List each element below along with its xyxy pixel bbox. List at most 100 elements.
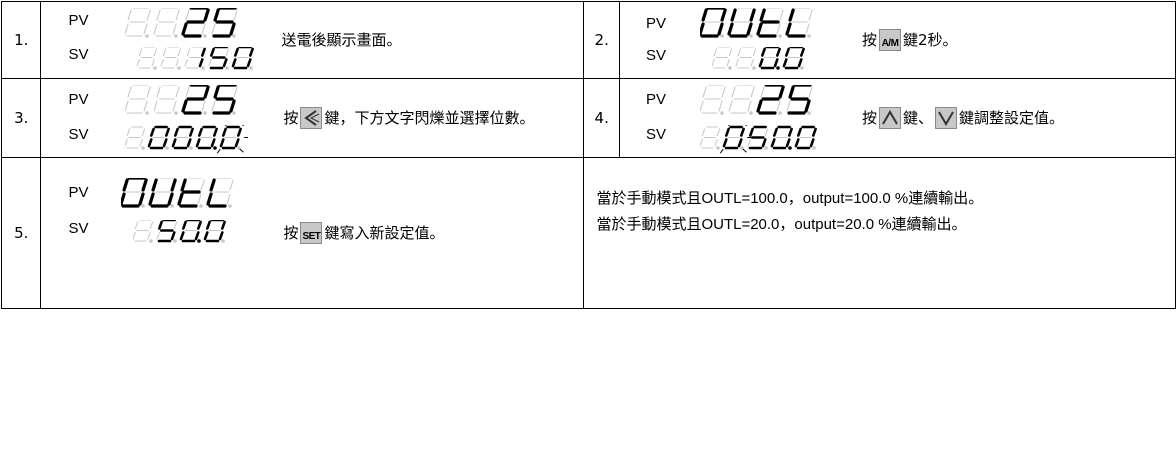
note-line: 當於手動模式且OUTL=100.0，output=100.0 %連續輸出。 [596, 190, 984, 207]
seven-segment-digit [196, 125, 219, 150]
blink-mark [217, 148, 222, 154]
up-arrow-key-icon [878, 107, 901, 130]
controller-display: PV SV [41, 79, 277, 157]
pv-label: PV [645, 91, 666, 108]
step-description: 按鍵，下方文字閃爍並選擇位數。 [277, 107, 583, 130]
table-row: 3. PV SV 按鍵，下方文字閃爍並選擇位數。 4. [0, 78, 1176, 158]
blink-mark [225, 125, 228, 127]
sv-readout [125, 125, 249, 154]
seven-segment-digit [699, 8, 727, 38]
step-number: 2. [583, 1, 620, 79]
sv-readout [133, 220, 227, 243]
seven-segment-digit [133, 220, 154, 243]
seven-segment-digit [148, 178, 178, 208]
controller-display: PV SV [620, 2, 856, 78]
blink-mark [745, 125, 748, 127]
seven-segment-digit [770, 125, 793, 150]
blink-mark [719, 148, 724, 154]
step-number: 4. [583, 78, 620, 158]
seven-segment-digit [211, 85, 239, 115]
seven-segment-digit [758, 47, 781, 70]
step-number: 5. [0, 157, 42, 309]
seven-segment-digit [156, 220, 178, 243]
set-key-icon: SET [300, 222, 323, 245]
pv-readout [121, 178, 235, 208]
sv-readout [711, 47, 805, 70]
seven-segment-digit [153, 85, 181, 115]
seven-segment-digit [121, 178, 149, 208]
seven-segment-digit [232, 47, 255, 70]
seven-segment-digit [699, 126, 721, 150]
sv-label: SV [68, 220, 89, 237]
down-arrow-key-icon [935, 107, 957, 130]
pv-label: PV [68, 91, 89, 108]
pv-readout [699, 8, 813, 38]
seven-segment-digit [148, 125, 171, 150]
seven-segment-digit [727, 8, 756, 38]
seven-segment-digit [206, 178, 235, 208]
seven-segment-digit [180, 220, 203, 243]
seven-segment-digit [747, 125, 769, 150]
procedure-table: 1. PV SV 送電後顯示畫面。 2. PV [0, 1, 1176, 309]
seven-segment-digit [711, 47, 733, 70]
step-number: 1. [0, 1, 42, 79]
seven-segment-digit [204, 220, 227, 243]
seven-segment-digit [153, 8, 181, 38]
sv-readout [699, 125, 817, 154]
pv-readout [125, 8, 239, 38]
step-cell: PV SV 送電後顯示畫面。 [40, 1, 585, 79]
seven-segment-digit [756, 85, 785, 115]
seven-segment-digit [125, 8, 152, 38]
seven-segment-digit [184, 47, 207, 70]
blink-mark [242, 125, 245, 127]
pv-readout [125, 85, 239, 115]
pv-readout [699, 85, 813, 115]
seven-segment-digit [160, 47, 182, 70]
seven-segment-digit [211, 8, 239, 38]
seven-segment-digit [794, 125, 817, 150]
seven-segment-digit [177, 178, 206, 208]
note-cell: 當於手動模式且OUTL=100.0，output=100.0 %連續輸出。 當於… [583, 157, 1176, 309]
am-key-icon: A/M [878, 29, 901, 52]
sv-label: SV [68, 46, 89, 63]
seven-segment-digit [181, 85, 211, 115]
sv-label: SV [645, 126, 666, 143]
seven-segment-digit [782, 47, 805, 70]
seven-segment-digit [728, 85, 755, 115]
seven-segment-digit [785, 8, 813, 38]
note-line: 當於手動模式且OUTL=20.0，output=20.0 %連續輸出。 [596, 216, 967, 233]
blink-mark [239, 148, 245, 153]
pv-label: PV [68, 12, 89, 29]
seven-segment-digit [756, 8, 784, 38]
sv-readout [137, 47, 255, 70]
controller-display: PV SV [41, 2, 277, 78]
step-cell: PV SV 按鍵、鍵調整設定值。 [618, 78, 1176, 158]
seven-segment-digit [786, 85, 813, 115]
pv-label: PV [645, 15, 666, 32]
seven-segment-digit [735, 47, 757, 70]
seven-segment-digit [125, 85, 152, 115]
step-description: 按鍵、鍵調整設定值。 [856, 107, 1132, 130]
seven-segment-digit [125, 126, 146, 150]
blink-mark [727, 125, 730, 127]
seven-segment-digit [137, 47, 158, 70]
sv-label: SV [645, 47, 666, 64]
controller-display: PV SV [41, 158, 277, 308]
table-row: 1. PV SV 送電後顯示畫面。 2. PV [0, 1, 1176, 79]
blink-mark [742, 148, 747, 153]
step-cell: PV SV 按鍵，下方文字閃爍並選擇位數。 [40, 78, 585, 158]
sv-label: SV [68, 126, 89, 143]
seven-segment-digit [722, 125, 745, 150]
seven-segment-digit [208, 47, 230, 70]
seven-segment-digit [699, 85, 726, 115]
pv-label: PV [68, 184, 89, 201]
step-number: 3. [0, 78, 42, 158]
seven-segment-digit [181, 8, 211, 38]
seven-segment-digit [172, 125, 195, 150]
step-description: 送電後顯示畫面。 [281, 31, 402, 49]
seven-segment-digit [220, 125, 243, 150]
